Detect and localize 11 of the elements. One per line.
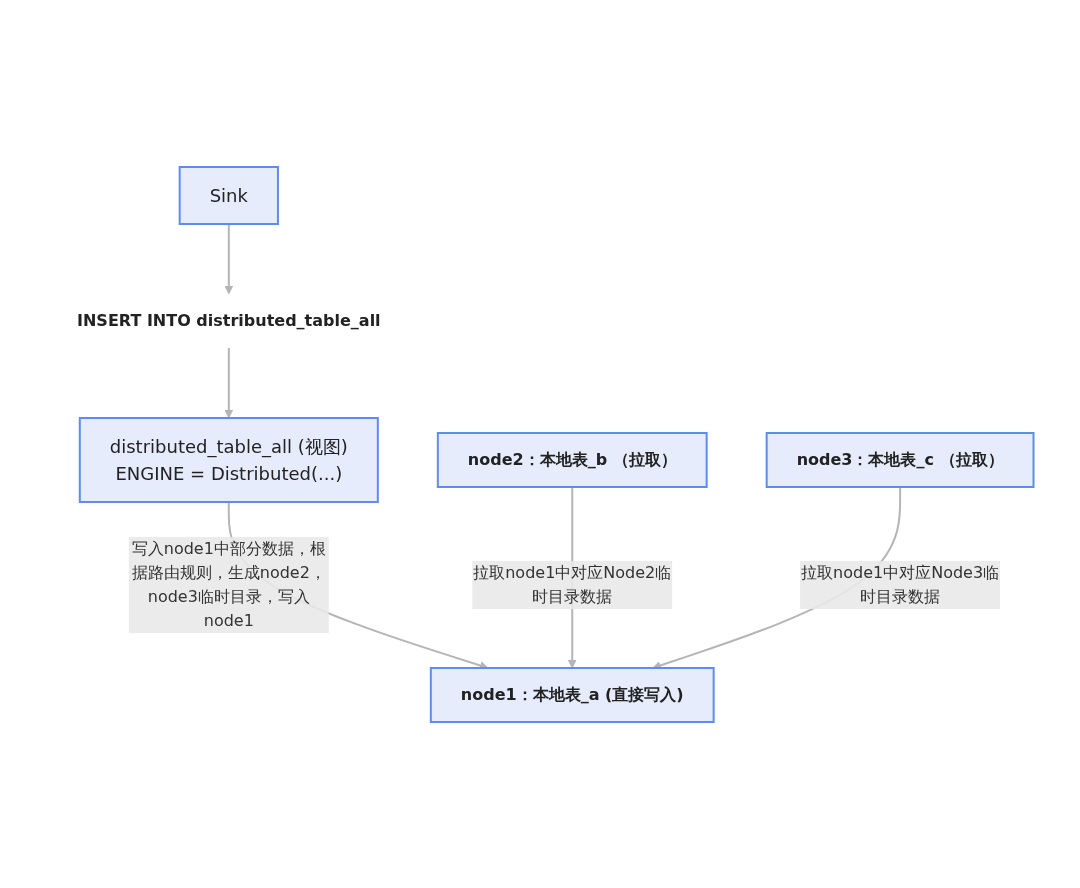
node-box: node2：本地表_b （拉取） [436, 431, 708, 488]
node-box: node1：本地表_a (直接写入) [429, 666, 715, 723]
arrow [224, 222, 233, 294]
node-text: INSERT INTO distributed_table_all [76, 310, 381, 330]
node-box: Sink [178, 165, 279, 225]
arrow [224, 346, 233, 418]
node-box: node3：本地表_c （拉取） [765, 431, 1035, 488]
node-box: distributed_table_all (视图) ENGINE = Distributed(...) [78, 416, 379, 503]
edge-label: 拉取node1中对应Node3临时目录数据 [800, 562, 999, 606]
edge-label: 拉取node1中对应Node2临时目录数据 [472, 562, 671, 606]
edge-label: 写入node1中部分数据，根据路由规则，生成node2，node3临时目录，写入node1 [131, 538, 326, 630]
